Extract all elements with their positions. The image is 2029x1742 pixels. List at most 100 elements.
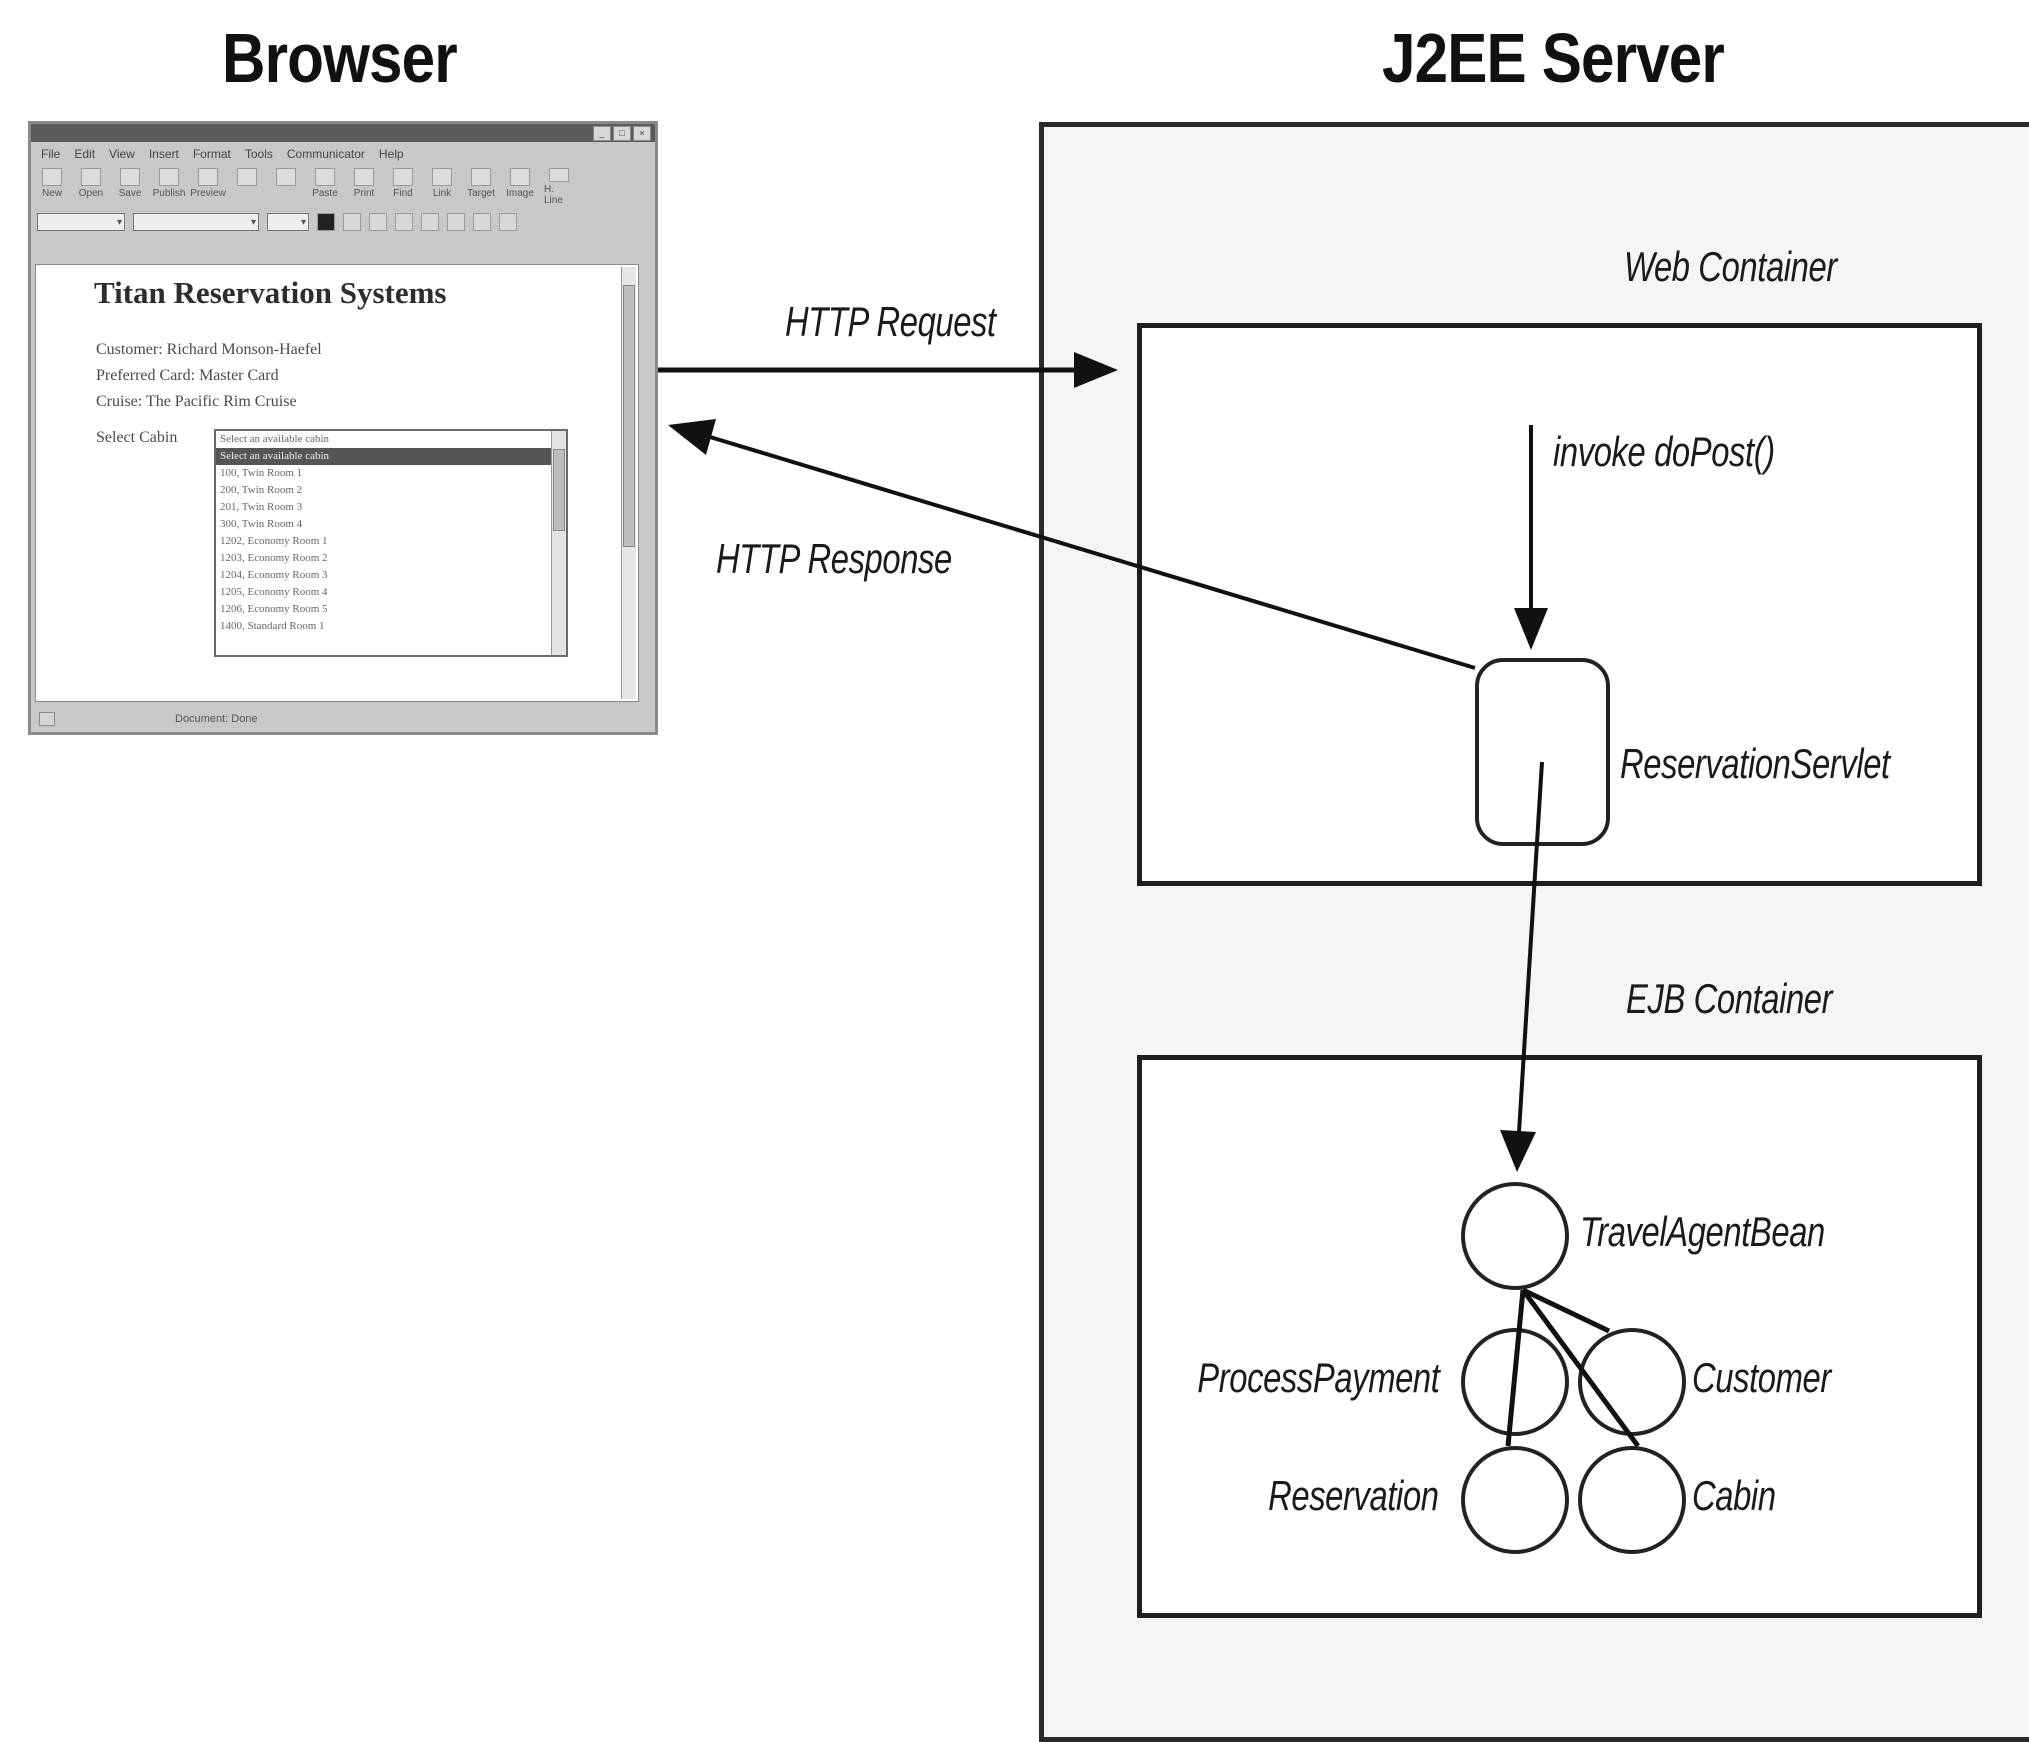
toolbar-link-button[interactable]: Link: [427, 168, 457, 206]
browser-page-content: Titan Reservation Systems Customer: Rich…: [35, 264, 639, 702]
reservation-label: Reservation: [1268, 1472, 1439, 1519]
ejb-container-label: EJB Container: [1626, 975, 1833, 1022]
new-icon: [42, 168, 62, 186]
list-item[interactable]: 201, Twin Room 3: [220, 501, 303, 513]
toolbar-find-button[interactable]: Find: [388, 168, 418, 206]
reservation-node: [1461, 1446, 1569, 1554]
list-item[interactable]: Select an available cabin: [220, 433, 330, 445]
travel-agent-label: TravelAgentBean: [1580, 1208, 1825, 1255]
browser-window-screenshot: _ □ × File Edit View Insert Format Tools…: [28, 121, 658, 735]
invoke-arrow: [1514, 425, 1548, 650]
list-item[interactable]: 1205, Economy Room 4: [220, 586, 328, 598]
browser-menubar: File Edit View Insert Format Tools Commu…: [31, 143, 655, 165]
list-item[interactable]: 100, Twin Room 1: [220, 467, 303, 479]
toolbar-open-button[interactable]: Open: [76, 168, 106, 206]
list-item[interactable]: 1204, Economy Room 3: [220, 569, 328, 581]
toolbar-paste-button[interactable]: Paste: [310, 168, 340, 206]
card-line: Preferred Card: Master Card: [96, 367, 279, 384]
http-request-arrow: [658, 352, 1118, 388]
menu-communicator[interactable]: Communicator: [286, 147, 365, 161]
find-icon: [393, 168, 413, 186]
toolbar-hline-button[interactable]: H. Line: [544, 168, 574, 206]
servlet-to-bean-arrow: [1500, 761, 1544, 1172]
list-item[interactable]: 200, Twin Room 2: [220, 484, 303, 496]
toolbar-new-button[interactable]: New: [37, 168, 67, 206]
http-response-arrow: [668, 419, 1476, 670]
page-scrollbar[interactable]: [621, 267, 636, 699]
cabin-listbox[interactable]: Select an available cabin Select an avai…: [214, 429, 568, 657]
bullet-list-button[interactable]: [447, 213, 465, 231]
menu-help[interactable]: Help: [378, 147, 404, 161]
cut-icon: [237, 168, 257, 186]
open-icon: [81, 168, 101, 186]
copy-icon: [276, 168, 296, 186]
bold-button[interactable]: [343, 213, 361, 231]
list-item[interactable]: 1202, Economy Room 1: [220, 535, 328, 547]
toolbar-save-button[interactable]: Save: [115, 168, 145, 206]
customer-line: Customer: Richard Monson-Haefel: [96, 341, 322, 358]
security-icon: [39, 712, 55, 726]
close-icon[interactable]: ×: [633, 126, 651, 141]
listbox-scrollbar[interactable]: [551, 431, 566, 655]
server-heading: J2EE Server: [1382, 19, 1725, 97]
process-payment-node: [1461, 1328, 1569, 1436]
browser-statusbar: Document: Done: [31, 706, 655, 732]
toolbar-image-button[interactable]: Image: [505, 168, 535, 206]
cabin-label: Cabin: [1692, 1472, 1776, 1519]
clear-styles-button[interactable]: [421, 213, 439, 231]
menu-format[interactable]: Format: [192, 147, 231, 161]
list-item[interactable]: Select an available cabin: [216, 448, 566, 465]
toolbar-preview-button[interactable]: Preview: [190, 168, 226, 206]
menu-file[interactable]: File: [41, 147, 61, 161]
toolbar-target-button[interactable]: Target: [466, 168, 496, 206]
window-controls: _ □ ×: [593, 126, 651, 141]
menu-insert[interactable]: Insert: [148, 147, 179, 161]
print-icon: [354, 168, 374, 186]
http-response-label: HTTP Response: [716, 535, 952, 582]
status-text: Document: Done: [175, 713, 258, 725]
http-request-label: HTTP Request: [785, 298, 996, 345]
indent-button[interactable]: [499, 213, 517, 231]
select-cabin-label: Select Cabin: [96, 429, 178, 446]
toolbar-publish-button[interactable]: Publish: [153, 168, 185, 206]
browser-heading: Browser: [222, 19, 458, 97]
menu-tools[interactable]: Tools: [244, 147, 273, 161]
page-scroll-thumb[interactable]: [623, 285, 635, 547]
font-select[interactable]: [133, 213, 259, 232]
browser-titlebar: _ □ ×: [31, 124, 655, 142]
maximize-icon[interactable]: □: [613, 126, 631, 141]
menu-view[interactable]: View: [109, 147, 135, 161]
numbered-list-button[interactable]: [473, 213, 491, 231]
minimize-icon[interactable]: _: [593, 126, 611, 141]
browser-toolbar: New Open Save Publish Preview Paste Prin…: [37, 168, 649, 206]
publish-icon: [159, 168, 179, 186]
image-icon: [510, 168, 530, 186]
list-item[interactable]: 1400, Standard Room 1: [220, 620, 325, 632]
list-item[interactable]: 1203, Economy Room 2: [220, 552, 328, 564]
toolbar-print-button[interactable]: Print: [349, 168, 379, 206]
font-size-select[interactable]: [267, 213, 309, 232]
web-container-label: Web Container: [1624, 243, 1837, 290]
page-title: Titan Reservation Systems: [94, 275, 447, 310]
toolbar-copy-button[interactable]: [271, 168, 301, 206]
toolbar-cut-button[interactable]: [232, 168, 262, 206]
paragraph-style-select[interactable]: [37, 213, 125, 232]
target-icon: [471, 168, 491, 186]
italic-button[interactable]: [369, 213, 387, 231]
bean-relationship-lines: [1505, 1287, 1641, 1448]
process-payment-label: ProcessPayment: [1196, 1354, 1440, 1401]
save-icon: [120, 168, 140, 186]
preview-icon: [198, 168, 218, 186]
menu-edit[interactable]: Edit: [74, 147, 96, 161]
list-item[interactable]: 1206, Economy Room 5: [220, 603, 328, 615]
listbox-scroll-thumb[interactable]: [553, 449, 565, 531]
travel-agent-bean-node: [1461, 1182, 1569, 1290]
paste-icon: [315, 168, 335, 186]
underline-button[interactable]: [395, 213, 413, 231]
browser-format-toolbar: [37, 209, 649, 235]
list-item[interactable]: 300, Twin Room 4: [220, 518, 303, 530]
customer-label: Customer: [1692, 1354, 1831, 1401]
text-color-button[interactable]: [317, 213, 335, 231]
